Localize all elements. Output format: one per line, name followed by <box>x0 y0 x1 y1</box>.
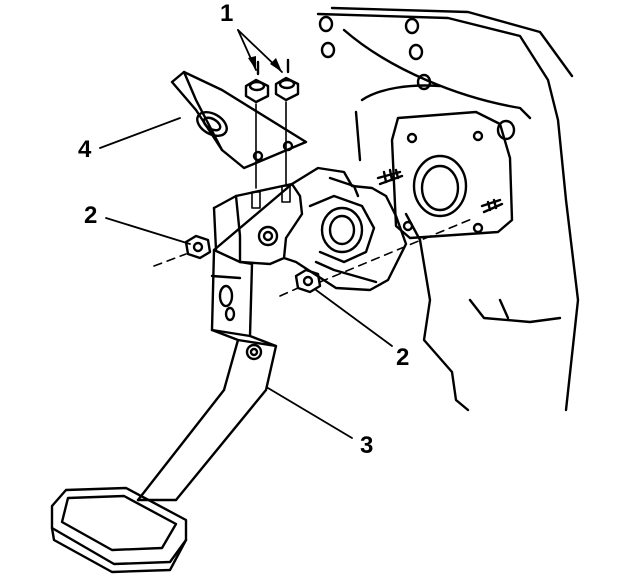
callout-2-left: 2 <box>84 202 98 229</box>
pedal-pad <box>50 486 188 574</box>
callout-4: 4 <box>78 136 92 163</box>
stud-dashed-lines <box>153 217 475 297</box>
booster-studs <box>376 168 504 214</box>
firewall-panel <box>316 6 580 412</box>
callout-3: 3 <box>360 432 374 459</box>
callout-1: 1 <box>220 0 234 27</box>
leader-arrowheads <box>248 56 282 72</box>
top-nuts <box>244 58 300 104</box>
brake-pedal-arm <box>136 248 278 502</box>
upper-bracket <box>170 70 308 170</box>
pedal-support-housing <box>212 166 408 292</box>
booster-mounting-plate <box>390 110 514 240</box>
callout-2-right: 2 <box>396 344 410 371</box>
